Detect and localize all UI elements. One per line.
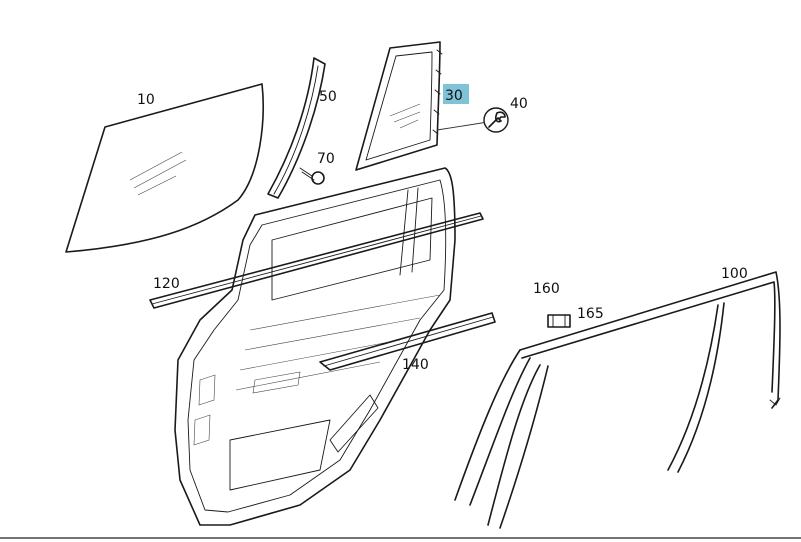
label-120: 120: [153, 276, 180, 292]
label-40: 40: [510, 96, 528, 112]
label-50: 50: [319, 89, 337, 105]
clip-part-160[interactable]: [547, 314, 571, 328]
label-140: 140: [402, 357, 429, 373]
wrench-icon: [483, 107, 509, 133]
label-70: 70: [317, 151, 335, 167]
window-channel-part-50[interactable]: [267, 57, 326, 199]
screw-part-70[interactable]: [299, 167, 325, 185]
door-seal-part-100[interactable]: [454, 271, 781, 529]
highlight-30: [443, 84, 469, 104]
label-30: 30: [445, 88, 463, 104]
label-160: 160: [533, 281, 560, 297]
leader-30-40: [436, 121, 489, 131]
vent-glass-part-30[interactable]: [355, 41, 443, 171]
door-glass-part-10[interactable]: [65, 83, 264, 253]
inner-belt-part-140[interactable]: [319, 312, 496, 371]
label-165: 165: [577, 306, 604, 322]
belt-strip-part-120[interactable]: [149, 212, 484, 309]
label-10: 10: [137, 92, 155, 108]
label-100: 100: [721, 266, 748, 282]
